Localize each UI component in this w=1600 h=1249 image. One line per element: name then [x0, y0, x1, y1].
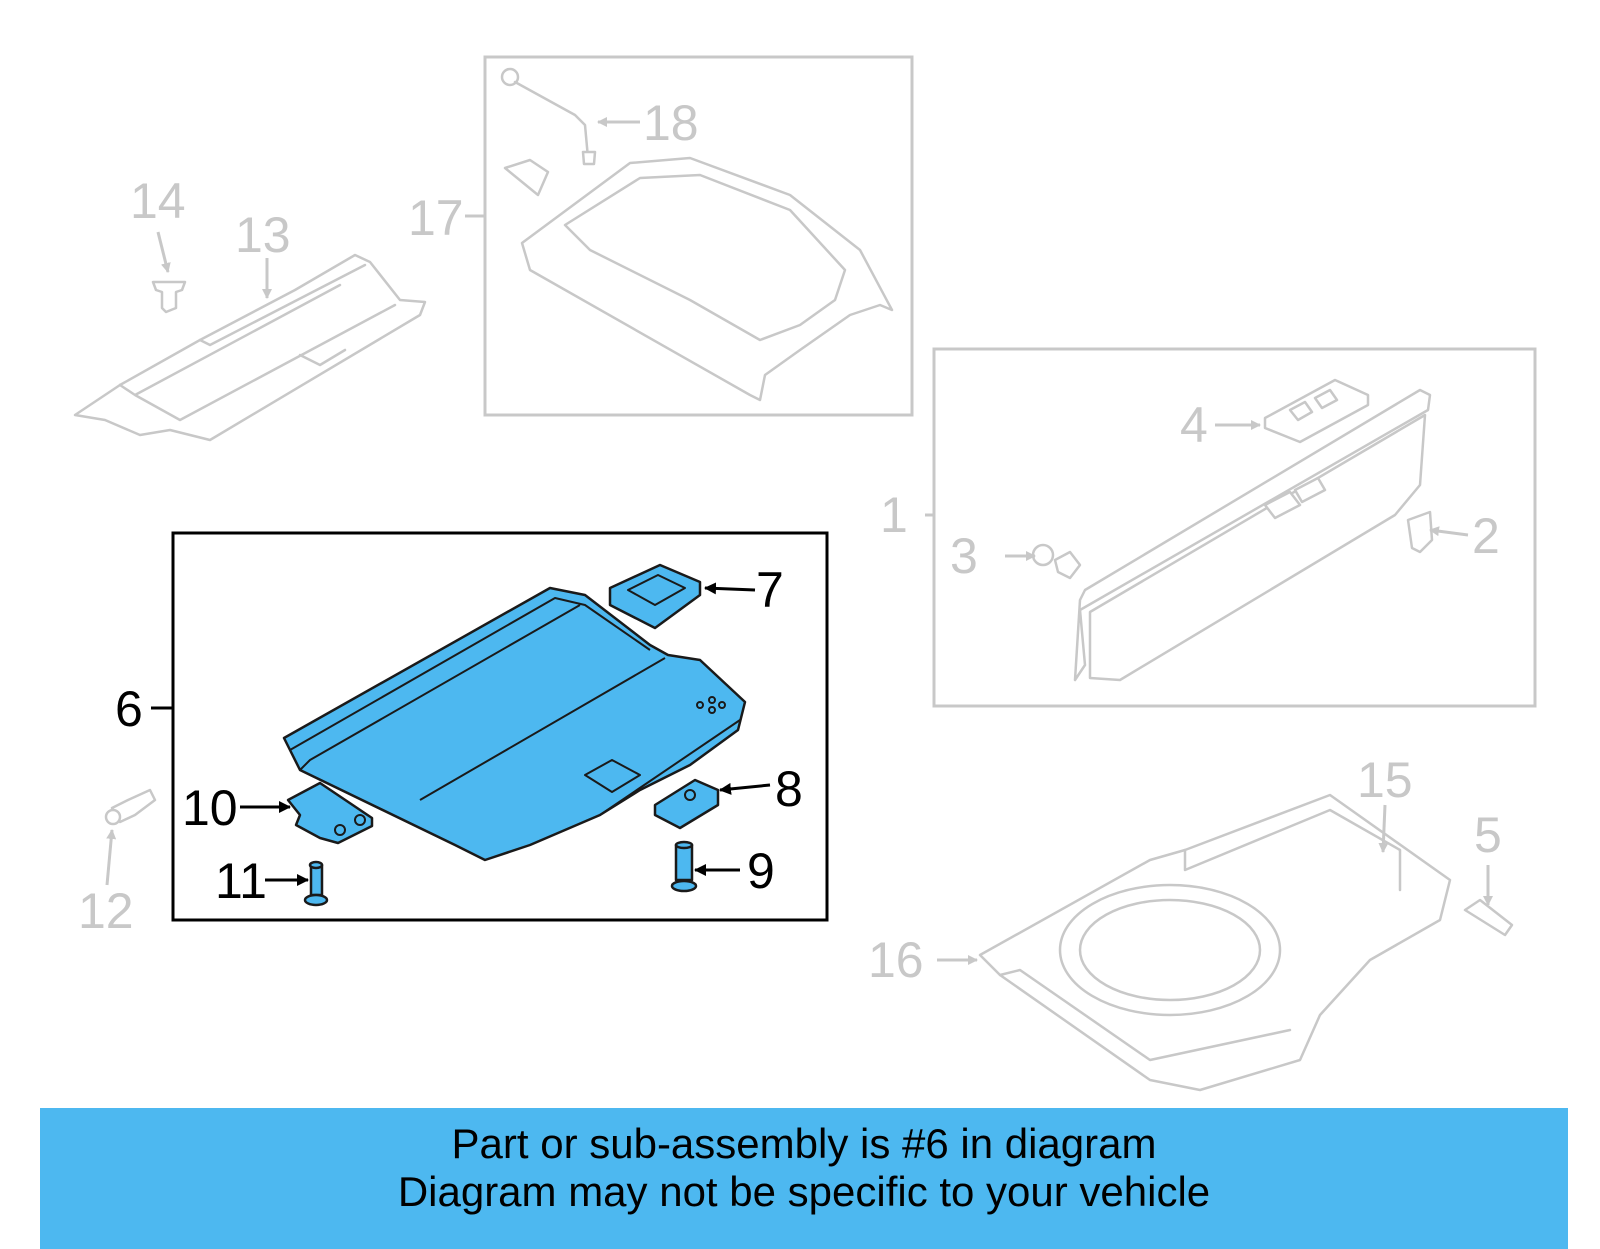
callout-16: 16	[868, 932, 924, 988]
callout-11: 11	[215, 853, 267, 909]
part-10-bracket	[286, 781, 374, 845]
part-14-push-clip	[151, 280, 187, 314]
callout-9: 9	[747, 843, 775, 899]
part-12-fastener	[104, 788, 157, 826]
group-box-17	[483, 55, 914, 417]
part-8-bracket	[653, 778, 720, 830]
group-box-1	[932, 347, 1537, 708]
callout-2: 2	[1472, 508, 1500, 564]
part-4-cover	[1263, 378, 1370, 444]
callout-4: 4	[1180, 397, 1208, 453]
part-16-spare-tire-tray	[978, 793, 1452, 1092]
info-banner: Part or sub-assembly is #6 in diagram Di…	[40, 1108, 1568, 1249]
callout-12: 12	[78, 883, 134, 939]
callout-15: 15	[1357, 752, 1413, 808]
callout-1: 1	[880, 487, 908, 543]
part-2-clip	[1406, 510, 1434, 554]
leader-lines	[105, 117, 1493, 965]
callout-18: 18	[643, 95, 699, 151]
callout-8: 8	[775, 761, 803, 817]
callout-14: 14	[130, 173, 186, 229]
callout-6: 6	[115, 681, 143, 737]
callout-17: 17	[408, 190, 464, 246]
part-6-cargo-floor-board	[282, 586, 747, 862]
part-18-strap	[500, 67, 597, 197]
part-13-floor-panel	[73, 253, 427, 442]
part-11-bolt	[303, 860, 329, 907]
callout-3: 3	[950, 528, 978, 584]
callout-5: 5	[1474, 807, 1502, 863]
part-9-pin	[670, 840, 698, 893]
callout-10: 10	[182, 780, 238, 836]
part-17-package-tray	[520, 156, 894, 402]
part-3-clip	[1031, 543, 1082, 580]
callout-13: 13	[235, 207, 291, 263]
banner-line-1: Part or sub-assembly is #6 in diagram	[451, 1120, 1157, 1167]
group-box-6	[171, 531, 829, 922]
callout-7: 7	[756, 562, 784, 618]
part-5-clip	[1463, 898, 1514, 937]
part-1-sill-trim	[1073, 388, 1432, 682]
part-7-cover	[608, 563, 702, 630]
banner-line-2: Diagram may not be specific to your vehi…	[397, 1168, 1211, 1215]
